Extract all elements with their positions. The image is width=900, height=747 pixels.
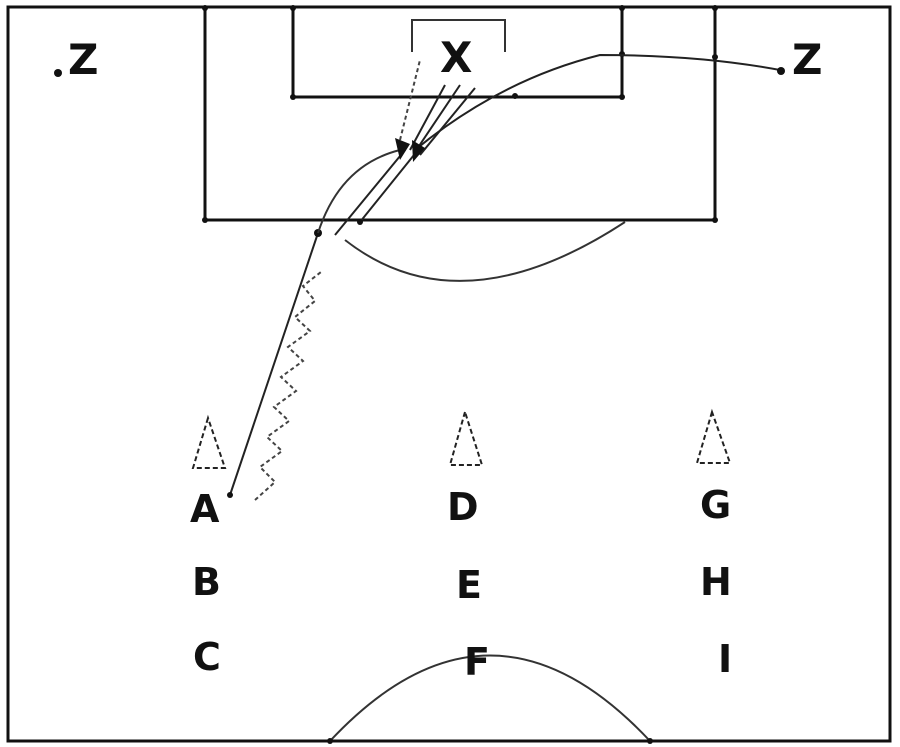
- goal: [411, 19, 506, 52]
- server-right-label: Z: [792, 35, 822, 84]
- run-to-goal: [334, 149, 406, 236]
- shot-line: [409, 84, 446, 151]
- goalkeeper-label: X: [440, 33, 472, 82]
- cone-g: [695, 408, 732, 464]
- pass-node: [357, 219, 363, 225]
- player-e: E: [456, 563, 482, 607]
- junction-dot: [647, 738, 653, 744]
- junction-dot: [619, 94, 625, 100]
- junction-dot: [712, 217, 718, 223]
- pass-node: [512, 93, 518, 99]
- pass-node: [227, 492, 233, 498]
- junction-dot: [619, 5, 625, 11]
- run-to-goal-2: [359, 149, 419, 223]
- pass-a-forward: [229, 232, 319, 496]
- junction-dot: [712, 5, 718, 11]
- shot-line: [419, 87, 476, 156]
- server-left-dot: [54, 69, 62, 77]
- server-right-dot: [777, 67, 785, 75]
- player-h: H: [700, 560, 732, 604]
- player-c: C: [193, 635, 221, 679]
- junction-dot: [202, 5, 208, 11]
- cone-a: [191, 414, 227, 469]
- junction-dot: [712, 54, 718, 60]
- player-b: B: [192, 560, 221, 604]
- shot-line: [399, 59, 421, 141]
- player-f: F: [464, 640, 490, 684]
- junction-dot: [202, 217, 208, 223]
- curved-run: [317, 149, 401, 234]
- player-g: G: [700, 483, 731, 527]
- junction-dot: [290, 94, 296, 100]
- arrow-head: [412, 140, 425, 162]
- penalty-arc: [344, 221, 626, 282]
- player-i: I: [718, 637, 732, 681]
- pitch-boundary: [6, 5, 892, 743]
- junction-dot: [290, 5, 296, 11]
- cone-d: [448, 408, 484, 466]
- junction-dot: [327, 738, 333, 744]
- cross-pass-right: [414, 53, 781, 151]
- penalty-box: [203, 7, 717, 222]
- arrow-head: [395, 138, 410, 160]
- player-a: A: [190, 487, 220, 531]
- dribble-run: [254, 271, 322, 501]
- server-left-label: Z: [68, 35, 98, 84]
- center-circle-arc: [329, 654, 651, 742]
- player-d: D: [447, 485, 479, 529]
- shot-line: [414, 84, 461, 153]
